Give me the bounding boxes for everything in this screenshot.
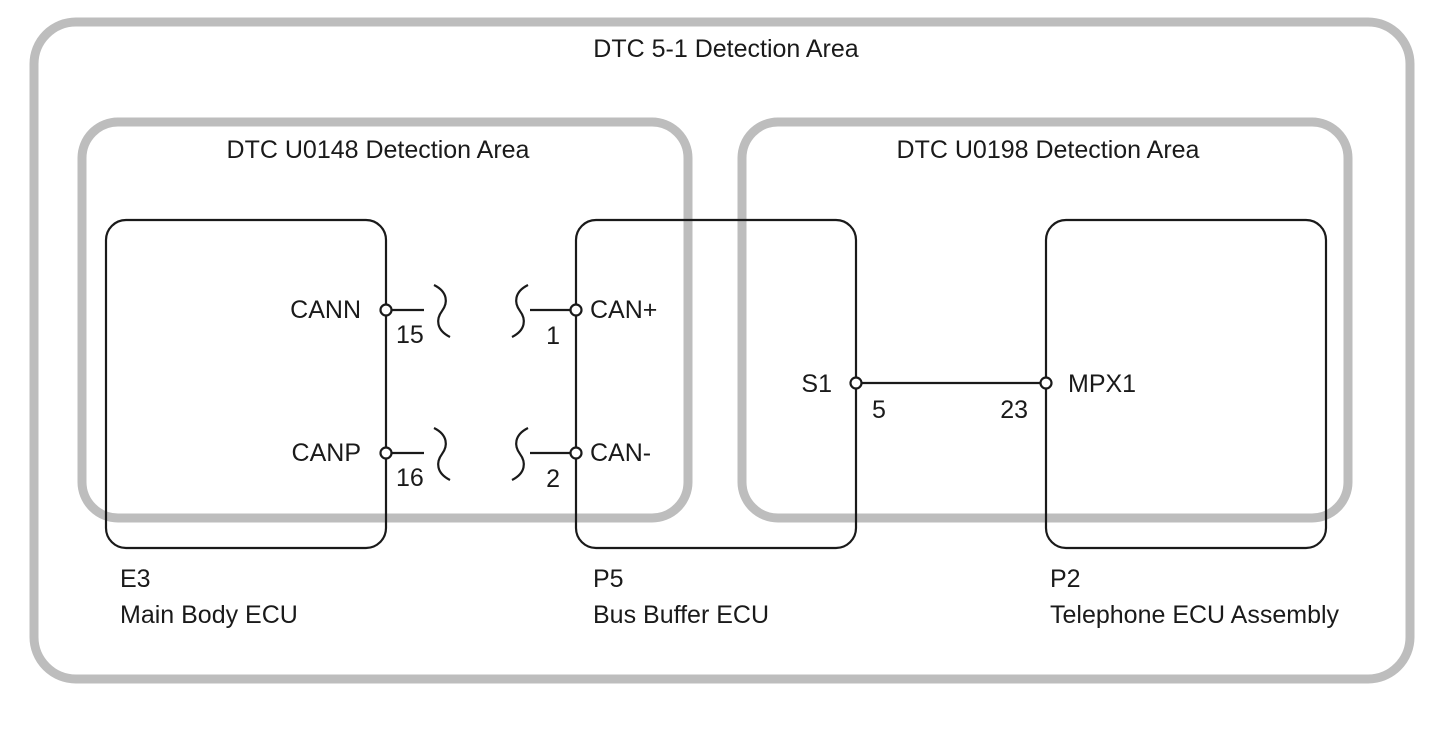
cann-pin-number: 15 bbox=[396, 321, 424, 349]
p5-code-label: P5 bbox=[593, 565, 624, 593]
e3-name-label: Main Body ECU bbox=[120, 601, 298, 629]
can-minus-terminal bbox=[569, 446, 583, 460]
s1-signal-label: S1 bbox=[801, 370, 832, 398]
can-minus-pin-number: 2 bbox=[546, 465, 560, 493]
s1-terminal bbox=[849, 376, 863, 390]
p2-name-label: Telephone ECU Assembly bbox=[1050, 601, 1340, 629]
p2-code-label: P2 bbox=[1050, 565, 1081, 593]
mpx1-pin-number: 23 bbox=[1000, 396, 1028, 424]
canp-signal-label: CANP bbox=[292, 439, 361, 467]
canp-terminal bbox=[379, 446, 393, 460]
s1-pin-number: 5 bbox=[872, 396, 886, 424]
right-area-title: DTC U0198 Detection Area bbox=[897, 136, 1200, 164]
can-plus-pin-number: 1 bbox=[546, 322, 560, 350]
can-minus-connector-wire bbox=[511, 427, 576, 481]
can-plus-connector-wire bbox=[511, 284, 576, 338]
can-plus-signal-label: CAN+ bbox=[590, 296, 657, 324]
cann-terminal bbox=[379, 303, 393, 317]
p5-name-label: Bus Buffer ECU bbox=[593, 601, 769, 629]
e3-ecu-box bbox=[104, 218, 388, 550]
canp-pin-number: 16 bbox=[396, 464, 424, 492]
left-area-title: DTC U0148 Detection Area bbox=[227, 136, 530, 164]
outer-detection-area bbox=[29, 17, 1415, 684]
mpx1-terminal bbox=[1039, 376, 1053, 390]
e3-code-label: E3 bbox=[120, 565, 151, 593]
outer-area-title: DTC 5-1 Detection Area bbox=[593, 35, 858, 63]
mpx1-signal-label: MPX1 bbox=[1068, 370, 1136, 398]
can-plus-terminal bbox=[569, 303, 583, 317]
can-minus-signal-label: CAN- bbox=[590, 439, 651, 467]
cann-signal-label: CANN bbox=[290, 296, 361, 324]
